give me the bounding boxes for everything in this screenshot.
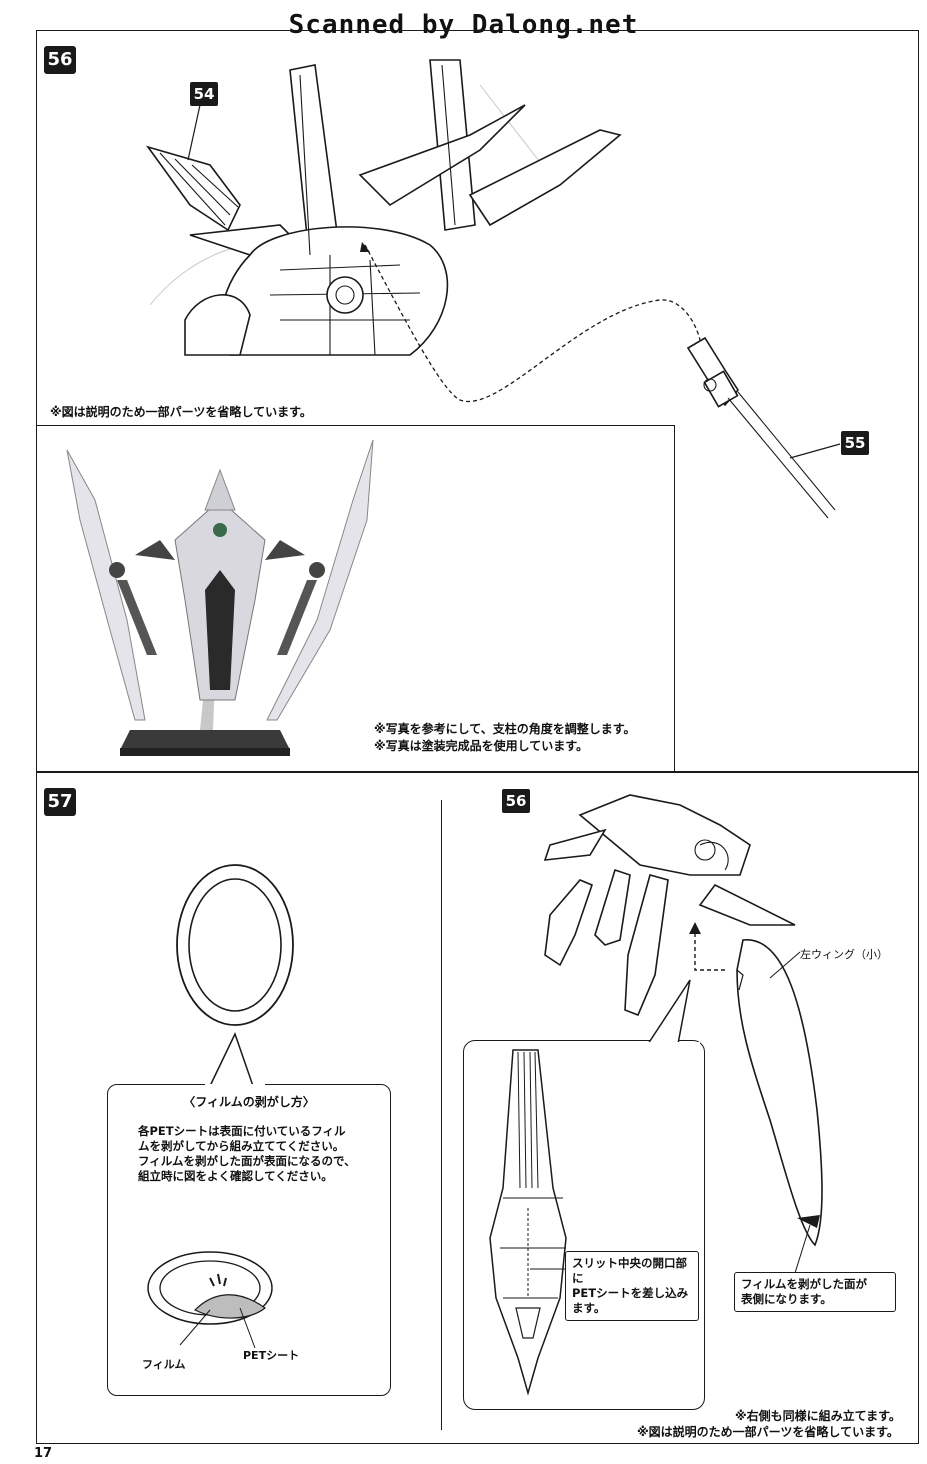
photo-note-painted: ※写真は塗装完成品を使用しています。 [374, 739, 589, 753]
slit-callout-line-1: スリット中央の開口部に [572, 1256, 687, 1285]
right-side-same-note: ※右側も同様に組み立てます。 [735, 1409, 901, 1423]
left-wing-label-leader [769, 951, 801, 979]
part-55-leader-line [789, 443, 841, 459]
wing-insert-arrow [689, 922, 725, 971]
part-55-badge: 55 [841, 431, 869, 455]
film-side-leader [794, 1224, 811, 1274]
assembly-dashed-guide [360, 242, 701, 403]
step-56-omission-note: ※図は説明のため一部パーツを省略しています。 [50, 405, 312, 419]
film-peel-line-2: ムを剥がしてから組み立ててください。 [138, 1139, 345, 1153]
film-side-line-1: フィルムを剥がした面が [741, 1277, 868, 1291]
slit-callout-line-2: PETシートを差し込み [572, 1286, 689, 1300]
page-number: 17 [34, 1446, 53, 1461]
ellipse-ring-icon [176, 864, 294, 1026]
scanner-watermark: Scanned by Dalong.net [288, 10, 639, 40]
robot-upper-body-illustration [145, 59, 622, 356]
left-wing-small-illustration [736, 939, 823, 1247]
slit-insert-callout: スリット中央の開口部に PETシートを差し込み ます。 [565, 1251, 699, 1321]
step-57-badge: 57 [44, 788, 76, 816]
part-54-leader-line [187, 104, 201, 161]
part-54-badge: 54 [190, 82, 218, 106]
film-side-callout: フィルムを剥がした面が 表側になります。 [734, 1272, 896, 1312]
film-peel-line-3: フィルムを剥がした面が表面になるので、 [138, 1154, 356, 1168]
label-pet-sheet: PETシート [243, 1349, 300, 1362]
step-57-divider [441, 800, 442, 1430]
part-55-strut-illustration [686, 336, 836, 519]
reference-photo-figure [66, 439, 374, 756]
left-wing-label: 左ウィング（小） [800, 948, 888, 961]
film-peel-instructions-box: 〈フィルムの剥がし方〉 各PETシートは表面に付いているフィル ムを剥がしてから… [107, 1084, 391, 1396]
label-film: フィルム [142, 1358, 186, 1371]
step-56-frame [36, 30, 919, 772]
wing-unit-illustration [543, 794, 796, 1017]
step-57-omission-note: ※図は説明のため一部パーツを省略しています。 [637, 1425, 899, 1439]
peel-diagram-illustration [147, 1251, 273, 1349]
enlarged-wing-pointer [640, 979, 700, 1048]
reference-photo-inset [36, 425, 675, 771]
slit-callout-line-3: ます。 [572, 1301, 606, 1315]
film-peel-line-4: 組立時に図をよく確認してください。 [138, 1169, 333, 1183]
callout-pointer [205, 1032, 265, 1090]
enlarged-wing-illustration [489, 1049, 567, 1396]
step-56-badge: 56 [44, 46, 76, 74]
film-peel-title: 〈フィルムの剥がし方〉 [183, 1095, 315, 1109]
part-56-badge: 56 [502, 789, 530, 813]
step-57-frame [36, 772, 919, 1444]
slit-callout-leader [530, 1268, 566, 1270]
photo-note-angle: ※写真を参考にして、支柱の角度を調整します。 [374, 722, 636, 736]
film-peel-line-1: 各PETシートは表面に付いているフィル [138, 1124, 346, 1138]
film-side-line-2: 表側になります。 [741, 1292, 832, 1306]
